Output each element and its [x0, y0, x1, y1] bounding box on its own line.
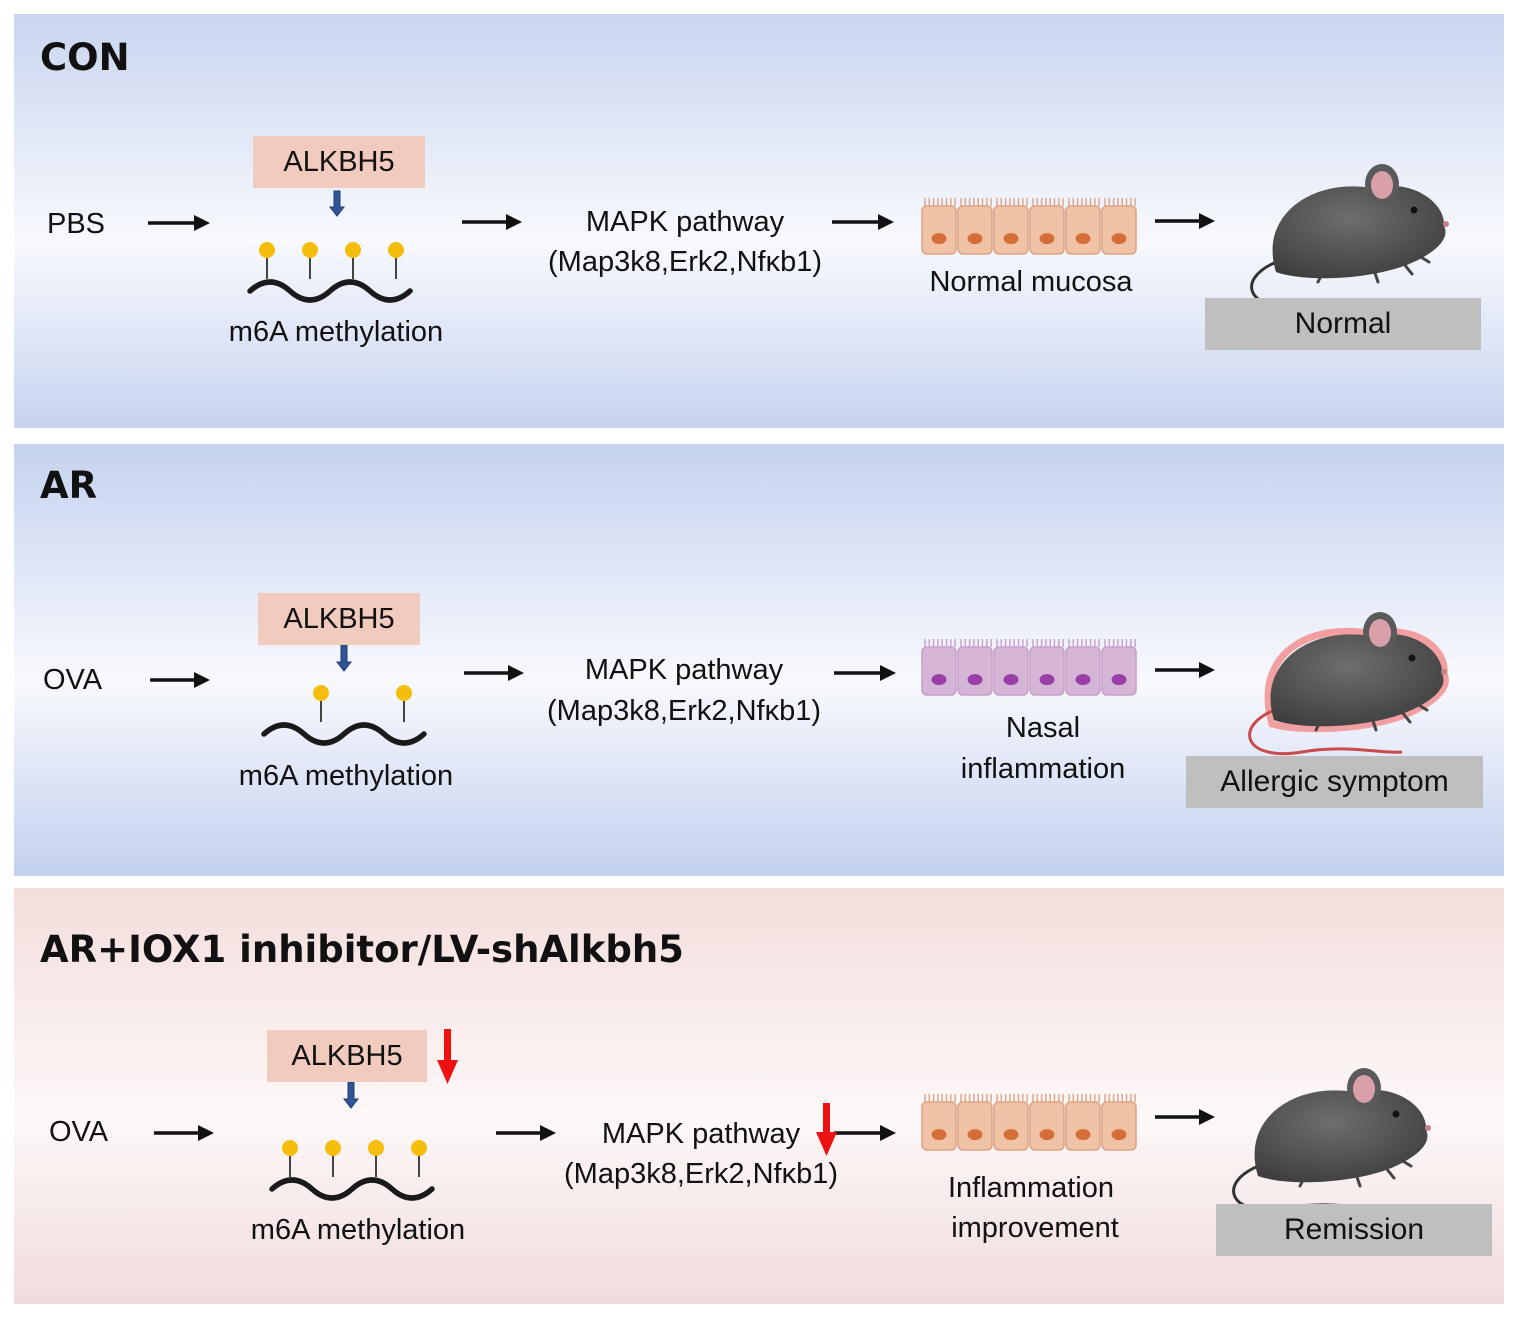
methylation-label: m6A methylation — [238, 760, 454, 792]
tissue-label-line1: Inflammation — [947, 1172, 1115, 1204]
panel-title: AR+IOX1 inhibitor/LV-shAlkbh5 — [40, 928, 684, 971]
panel-ar-iox1: AR+IOX1 inhibitor/LV-shAlkbh5 OVA ALKBH5… — [14, 888, 1504, 1304]
panel-con-graphics — [14, 14, 1504, 428]
blue-down-arrow-icon — [335, 644, 353, 672]
methylation-label: m6A methylation — [250, 1214, 466, 1246]
genes-label: (Map3k8,Erk2,Nfκb1) — [564, 1158, 838, 1190]
outcome-box: Normal — [1205, 298, 1481, 350]
panel-ar: AR OVA ALKBH5 m6A methylation MAPK pathw… — [14, 444, 1504, 876]
normal-mucosa-icon — [921, 198, 1137, 255]
m6a-rna-icon — [269, 1140, 435, 1201]
blue-down-arrow-icon — [328, 190, 346, 217]
flow-arrows — [148, 213, 1215, 231]
tissue-label-line2: improvement — [951, 1212, 1119, 1244]
m6a-rna-icon — [247, 242, 413, 303]
mouse-icon — [1248, 612, 1449, 755]
m6a-rna-icon — [261, 685, 427, 746]
pathway-label: MAPK pathway — [601, 1118, 801, 1150]
red-down-arrow-icon — [437, 1029, 458, 1084]
panel-title: CON — [40, 36, 130, 79]
stimulus-label: OVA — [43, 664, 103, 696]
outcome-box: Allergic symptom — [1186, 756, 1483, 808]
panel-title: AR — [40, 464, 98, 507]
genes-label: (Map3k8,Erk2,Nfκb1) — [547, 695, 821, 727]
enzyme-box: ALKBH5 — [253, 136, 425, 188]
red-down-arrow-icon — [816, 1103, 837, 1156]
flow-arrows — [154, 1109, 1215, 1141]
outcome-box: Remission — [1216, 1204, 1492, 1256]
improved-mucosa-icon — [921, 1094, 1137, 1151]
enzyme-box: ALKBH5 — [267, 1030, 427, 1082]
panel-con: CON PBS ALKBH5 m6A methylation MAPK path… — [14, 14, 1504, 428]
enzyme-box: ALKBH5 — [258, 593, 420, 645]
stimulus-label: OVA — [49, 1116, 109, 1148]
tissue-label: Normal mucosa — [929, 266, 1133, 298]
genes-label: (Map3k8,Erk2,Nfκb1) — [548, 246, 822, 278]
tissue-label-line1: Nasal — [1005, 712, 1081, 744]
blue-down-arrow-icon — [342, 1081, 360, 1109]
pathway-label: MAPK pathway — [584, 654, 784, 686]
tissue-label-line2: inflammation — [960, 753, 1126, 785]
nasal-inflammation-icon — [921, 639, 1137, 696]
flow-arrows — [150, 662, 1215, 688]
stimulus-label: PBS — [47, 208, 106, 240]
pathway-label: MAPK pathway — [585, 206, 785, 238]
methylation-label: m6A methylation — [228, 316, 444, 348]
